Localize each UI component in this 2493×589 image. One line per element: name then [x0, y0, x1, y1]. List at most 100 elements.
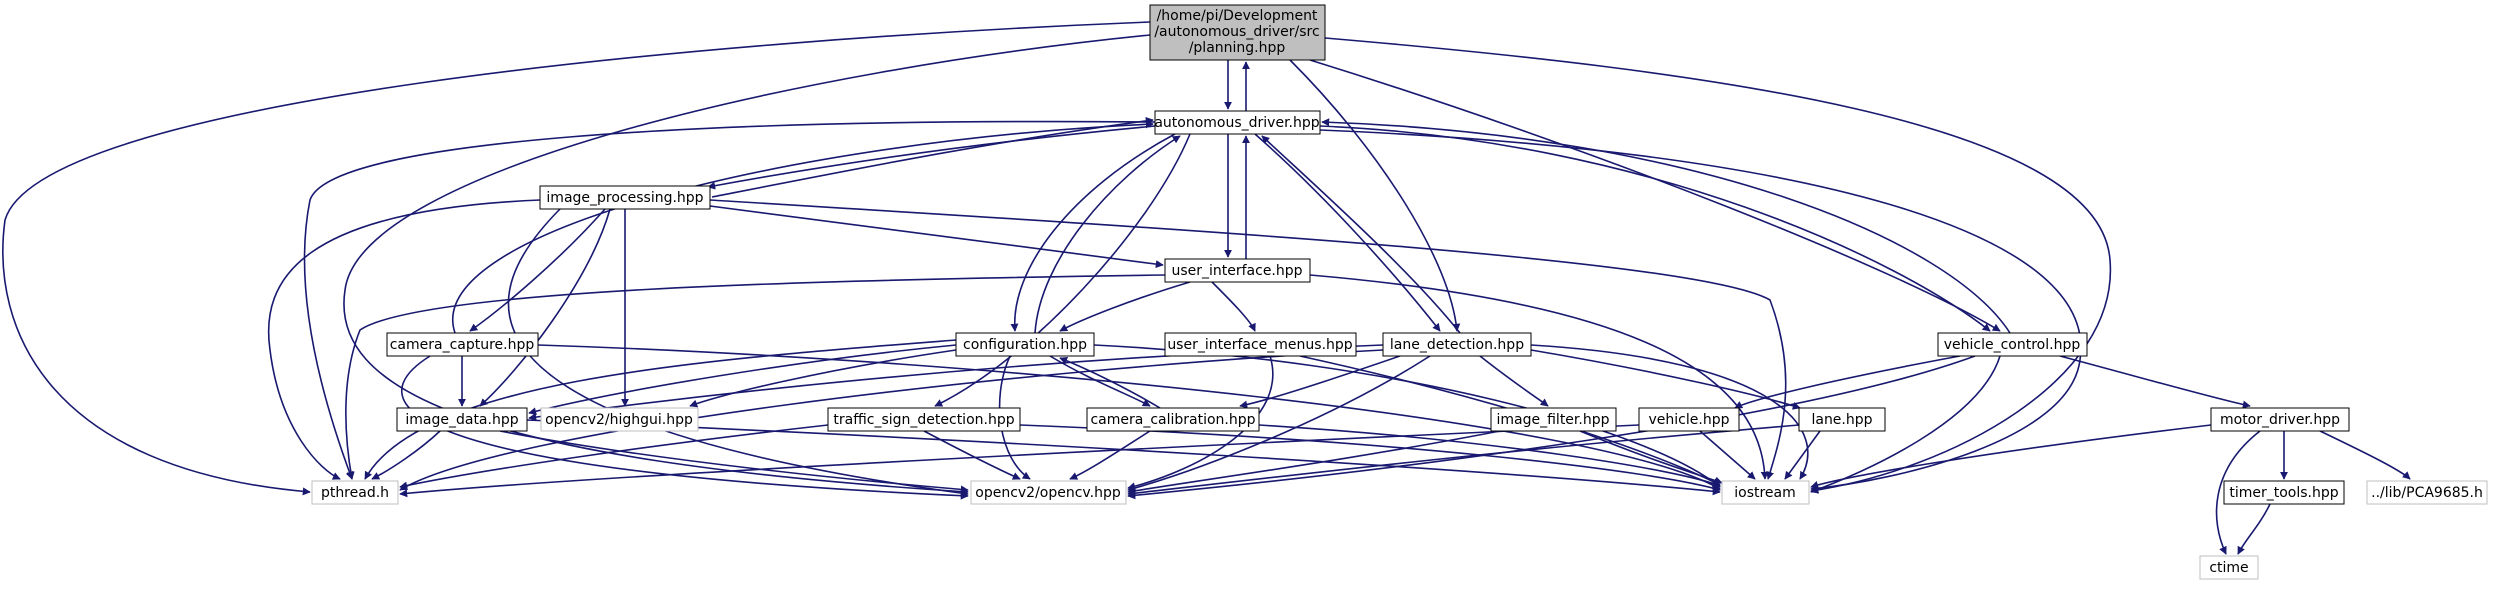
- edge-planning-to-opencv: [343, 34, 1151, 496]
- edge-autonomous-driver-to-configuration: [1010, 133, 1176, 332]
- edge-image-processing-to-autonomous-driver: [711, 116, 1154, 198]
- edge-camera-capture-to-autonomous-driver: [452, 120, 1154, 334]
- edge-timer-tools-to-ctime: [2237, 503, 2271, 555]
- node-label: traffic_sign_detection.hpp: [833, 412, 1014, 428]
- edge-vehicle-control-to-autonomous-driver: [1321, 118, 2011, 334]
- edge-lane-to-opencv: [1127, 424, 1800, 498]
- edge-image-processing-to-camera-capture: [469, 208, 606, 332]
- edge-planning-to-iostream: [1324, 37, 2112, 494]
- node-label: timer_tools.hpp: [2229, 485, 2338, 501]
- edge-autonomous-driver-to-lane-detection: [1254, 133, 1441, 332]
- node-pthread-h[interactable]: pthread.h: [311, 480, 399, 505]
- node-lane-detection-hpp[interactable]: lane_detection.hpp: [1382, 332, 1532, 357]
- edge-vehicle-control-to-vehicle: [1734, 355, 1961, 409]
- edge-image-filter-to-opencv: [1127, 430, 1501, 495]
- node-label: ctime: [2209, 560, 2248, 576]
- node-label: image_filter.hpp: [1497, 412, 1610, 428]
- node-label: camera_capture.hpp: [390, 337, 535, 353]
- edge-lane-detection-to-autonomous-driver: [1261, 135, 1461, 334]
- node-pca9685-h[interactable]: ../lib/PCA9685.h: [2366, 480, 2488, 505]
- edge-user-interface-to-menus: [1211, 281, 1256, 332]
- edge-image-processing-to-image-data: [479, 208, 611, 407]
- edge-camera-capture-to-opencv: [401, 355, 969, 500]
- edge-vehicle-control-to-opencv: [1127, 355, 1976, 500]
- edge-motor-driver-to-pca9685: [2319, 430, 2411, 480]
- edge-vehicle-to-pthread: [399, 424, 1640, 498]
- node-ctime[interactable]: ctime: [2199, 555, 2259, 580]
- edge-configuration-to-autonomous-driver: [1034, 135, 1181, 334]
- node-image-processing-hpp[interactable]: image_processing.hpp: [539, 185, 711, 210]
- node-label: opencv2/opencv.hpp: [975, 485, 1121, 501]
- node-camera-capture-hpp[interactable]: camera_capture.hpp: [386, 332, 539, 357]
- edge-camera-calibration-to-iostream: [1258, 424, 1721, 488]
- node-label: configuration.hpp: [963, 337, 1087, 353]
- edge-lane-to-iostream: [1784, 430, 1821, 480]
- edge-image-processing-to-iostream: [709, 199, 1787, 480]
- node-opencv2-highgui-hpp[interactable]: opencv2/highgui.hpp: [540, 407, 699, 432]
- edge-image-processing-to-user-interface: [709, 205, 1164, 269]
- dependency-edges: [2, 21, 2411, 555]
- node-label: lane_detection.hpp: [1390, 337, 1524, 353]
- edge-menus-to-opencv: [1127, 355, 1274, 491]
- node-timer-tools-hpp[interactable]: timer_tools.hpp: [2223, 480, 2345, 505]
- edge-lane-detection-to-opencv: [1127, 355, 1431, 492]
- node-configuration-hpp[interactable]: configuration.hpp: [955, 332, 1095, 357]
- edge-configuration-to-image-data: [528, 344, 957, 416]
- edge-configuration-to-highgui: [689, 349, 957, 408]
- edge-lane-detection-to-camera-calibration: [1239, 355, 1401, 409]
- file-nodes: /home/pi/Development /autonomous_driver/…: [311, 4, 2488, 580]
- node-motor-driver-hpp[interactable]: motor_driver.hpp: [2210, 407, 2350, 432]
- node-user-interface-hpp[interactable]: user_interface.hpp: [1164, 258, 1311, 283]
- node-label: vehicle_control.hpp: [1944, 337, 2081, 353]
- edge-traffic-sign-to-pthread: [399, 424, 829, 490]
- node-label: user_interface.hpp: [1171, 263, 1302, 279]
- node-planning-line-1: /home/pi/Development: [1157, 8, 1318, 24]
- node-label: iostream: [1734, 485, 1796, 501]
- node-autonomous-driver-hpp[interactable]: autonomous_driver.hpp: [1154, 110, 1321, 135]
- node-traffic-sign-detection-hpp[interactable]: traffic_sign_detection.hpp: [827, 407, 1021, 432]
- edge-vehicle-control-to-iostream: [1810, 355, 2001, 494]
- node-vehicle-hpp[interactable]: vehicle.hpp: [1638, 407, 1740, 432]
- node-camera-calibration-hpp[interactable]: camera_calibration.hpp: [1086, 407, 1260, 432]
- edge-lane-detection-to-pthread: [399, 349, 1384, 491]
- edge-vehicle-to-iostream: [1699, 430, 1756, 480]
- edge-camera-calibration-to-configuration: [1059, 356, 1161, 409]
- edge-planning-to-lane-detection: [1289, 59, 1461, 332]
- node-planning-line-2: /autonomous_driver/src: [1154, 24, 1319, 40]
- edge-lane-detection-to-iostream: [1530, 344, 1809, 480]
- edge-configuration-to-pthread: [364, 339, 957, 480]
- edge-vehicle-control-to-motor-driver: [2059, 355, 2251, 409]
- edge-lane-detection-to-image-filter: [1479, 355, 1549, 407]
- edge-user-interface-to-pthread: [345, 274, 1166, 480]
- node-lane-hpp[interactable]: lane.hpp: [1798, 407, 1886, 432]
- node-iostream[interactable]: iostream: [1721, 480, 1810, 505]
- node-label: user_interface_menus.hpp: [1167, 337, 1352, 353]
- edge-planning-to-vehicle-control: [1309, 59, 2001, 332]
- node-image-data-hpp[interactable]: image_data.hpp: [396, 407, 528, 432]
- edge-traffic-sign-to-opencv: [923, 430, 1021, 480]
- edge-image-data-to-opencv: [499, 430, 969, 494]
- edge-user-interface-to-iostream: [1309, 274, 1769, 480]
- edge-traffic-sign-to-iostream: [1019, 424, 1721, 492]
- node-image-filter-hpp[interactable]: image_filter.hpp: [1490, 407, 1617, 432]
- edge-autonomous-driver-to-pthread: [303, 120, 1156, 480]
- node-label: ../lib/PCA9685.h: [2371, 485, 2483, 501]
- edge-lane-detection-to-lane: [1530, 349, 1801, 410]
- node-planning-line-3: /planning.hpp: [1189, 40, 1286, 56]
- edge-image-data-to-iostream: [526, 419, 1721, 496]
- edge-motor-driver-to-iostream: [1810, 424, 2212, 489]
- node-opencv2-opencv-hpp[interactable]: opencv2/opencv.hpp: [970, 480, 1127, 505]
- node-label: pthread.h: [321, 485, 389, 501]
- node-label: vehicle.hpp: [1649, 412, 1730, 428]
- edge-camera-calibration-to-opencv: [1069, 430, 1151, 480]
- node-label: camera_calibration.hpp: [1090, 412, 1255, 428]
- node-vehicle-control-hpp[interactable]: vehicle_control.hpp: [1937, 332, 2088, 357]
- edge-user-interface-to-configuration: [1059, 281, 1191, 332]
- edge-planning-to-pthread: [2, 21, 1151, 496]
- node-label: lane.hpp: [1811, 412, 1872, 428]
- node-planning-hpp[interactable]: /home/pi/Development /autonomous_driver/…: [1149, 4, 1326, 61]
- node-user-interface-menus-hpp[interactable]: user_interface_menus.hpp: [1164, 332, 1357, 357]
- edge-motor-driver-to-ctime: [2215, 430, 2261, 555]
- node-label: image_data.hpp: [405, 412, 518, 428]
